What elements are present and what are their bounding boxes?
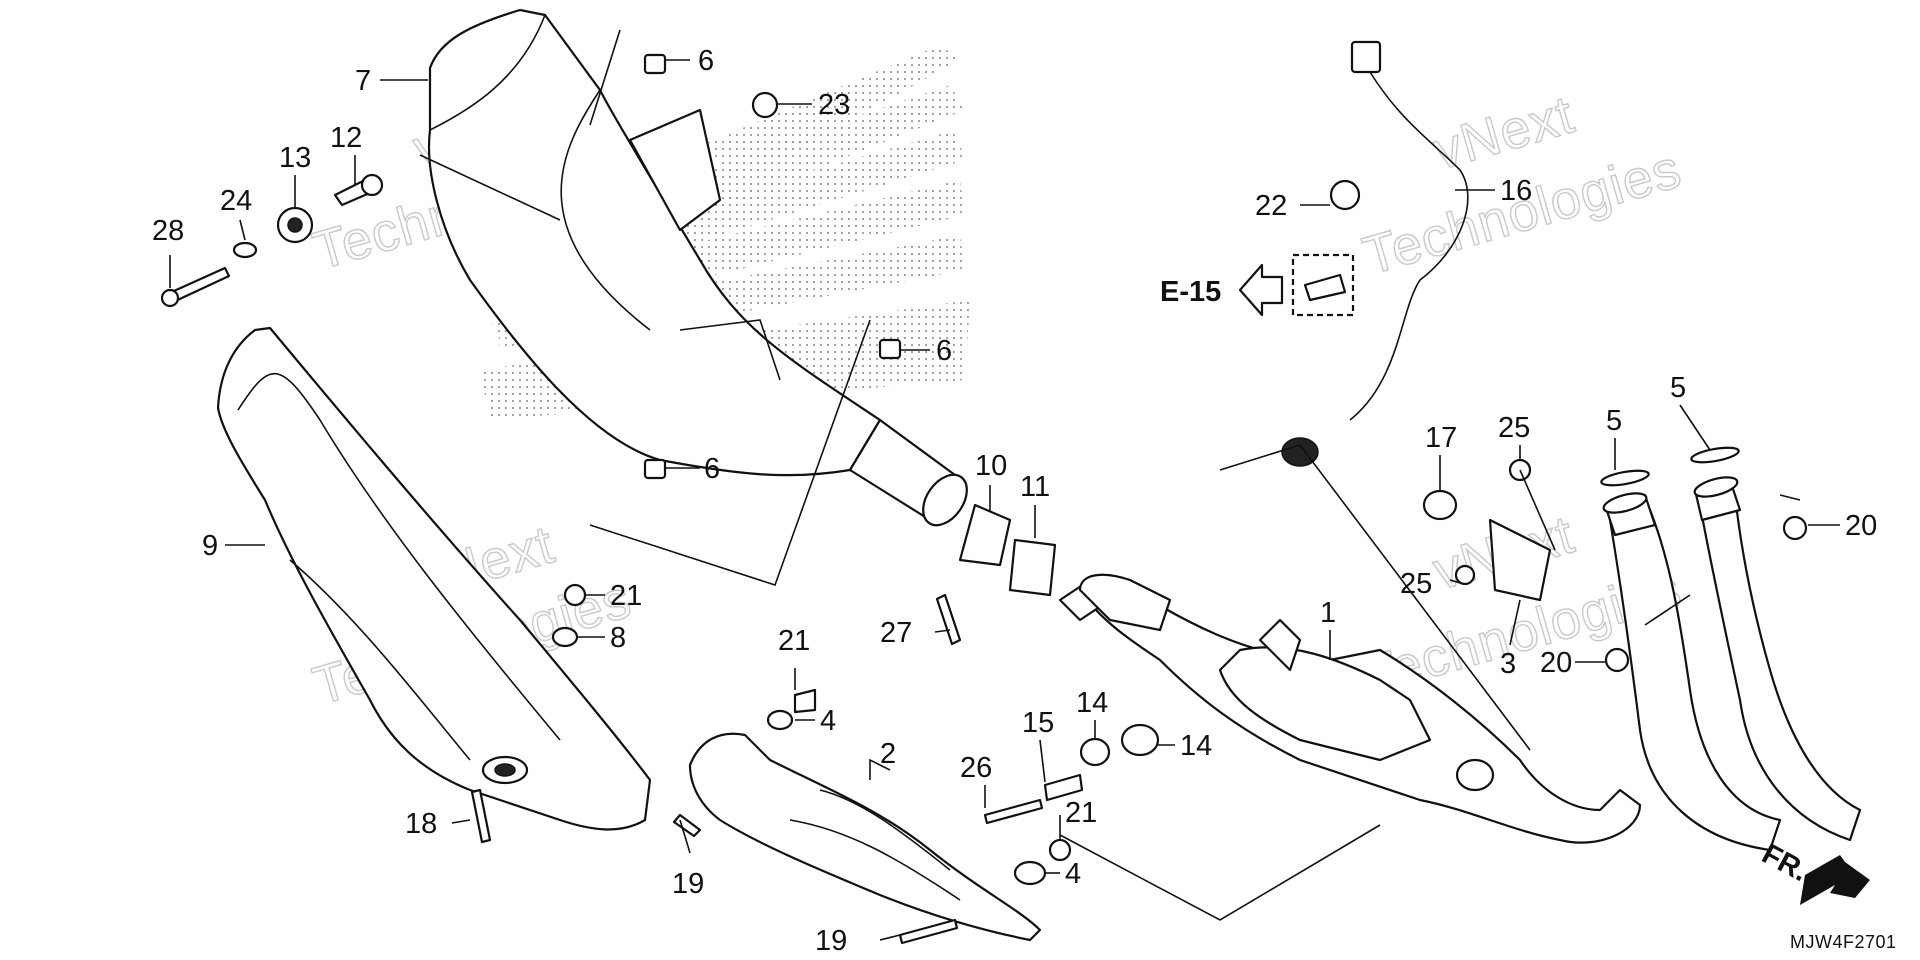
diagram-code: MJW4F2701	[1790, 932, 1897, 952]
callout-label: 9	[202, 530, 218, 562]
watermark-text: Technologies	[1357, 139, 1688, 287]
callout-label: 6	[936, 335, 952, 367]
exhaust-pipe-part	[1058, 476, 1862, 852]
callout-label: 24	[220, 185, 252, 217]
hardware-parts	[160, 53, 1808, 945]
callout-label: 6	[704, 453, 720, 485]
callout-label: 21	[610, 580, 642, 612]
callout-label: 4	[1065, 858, 1081, 890]
callout-label: 2	[880, 738, 896, 770]
muffler-cover-part	[216, 326, 652, 831]
callout-label: 20	[1540, 647, 1572, 679]
callout-label: 4	[820, 705, 836, 737]
muffler-part	[427, 8, 968, 527]
callout-label: 26	[960, 752, 992, 784]
callout-label: 12	[330, 122, 362, 154]
callout-label: 15	[1022, 707, 1054, 739]
callout-label: 5	[1670, 372, 1686, 404]
callout-label: 17	[1425, 422, 1457, 454]
heat-protector-part	[688, 732, 1042, 942]
callout-label: 3	[1500, 648, 1516, 680]
reference-arrow: E-15	[1160, 263, 1284, 317]
callout-label: 28	[152, 215, 184, 247]
callout-label: 6	[698, 45, 714, 77]
callout-label: 19	[672, 868, 704, 900]
front-direction-indicator: FR.	[1757, 838, 1870, 905]
callout-label: 18	[405, 808, 437, 840]
callout-label: 13	[279, 142, 311, 174]
watermark-text: vNext	[1427, 84, 1581, 181]
callout-label: 21	[1065, 797, 1097, 829]
callout-label: 10	[975, 450, 1007, 482]
callout-label: 27	[880, 617, 912, 649]
callout-label: 14	[1076, 687, 1108, 719]
callout-label: 7	[355, 65, 371, 97]
callout-label: 19	[815, 925, 847, 957]
clamp-gasket-parts	[958, 503, 1172, 632]
callout-label: 23	[818, 89, 850, 121]
callout-label: 1	[1320, 597, 1336, 629]
callout-label: 14	[1180, 730, 1212, 762]
callout-label: 25	[1400, 568, 1432, 600]
leader-lines	[169, 29, 1840, 941]
callout-label: 8	[610, 622, 626, 654]
callout-label: 21	[778, 625, 810, 657]
callout-label: 20	[1845, 510, 1877, 542]
reference-label: E-15	[1160, 276, 1221, 308]
callout-label: 11	[1020, 471, 1050, 503]
callout-label: 5	[1606, 405, 1622, 437]
callout-label: 22	[1255, 190, 1287, 222]
o2-sensor-part	[1281, 40, 1469, 467]
callout-label: 16	[1500, 175, 1532, 207]
callout-labels: 7 6 23 12 13 24 28 6 6 9 10 11 21 8 27 2…	[152, 45, 1877, 957]
callout-label: 25	[1498, 412, 1530, 444]
